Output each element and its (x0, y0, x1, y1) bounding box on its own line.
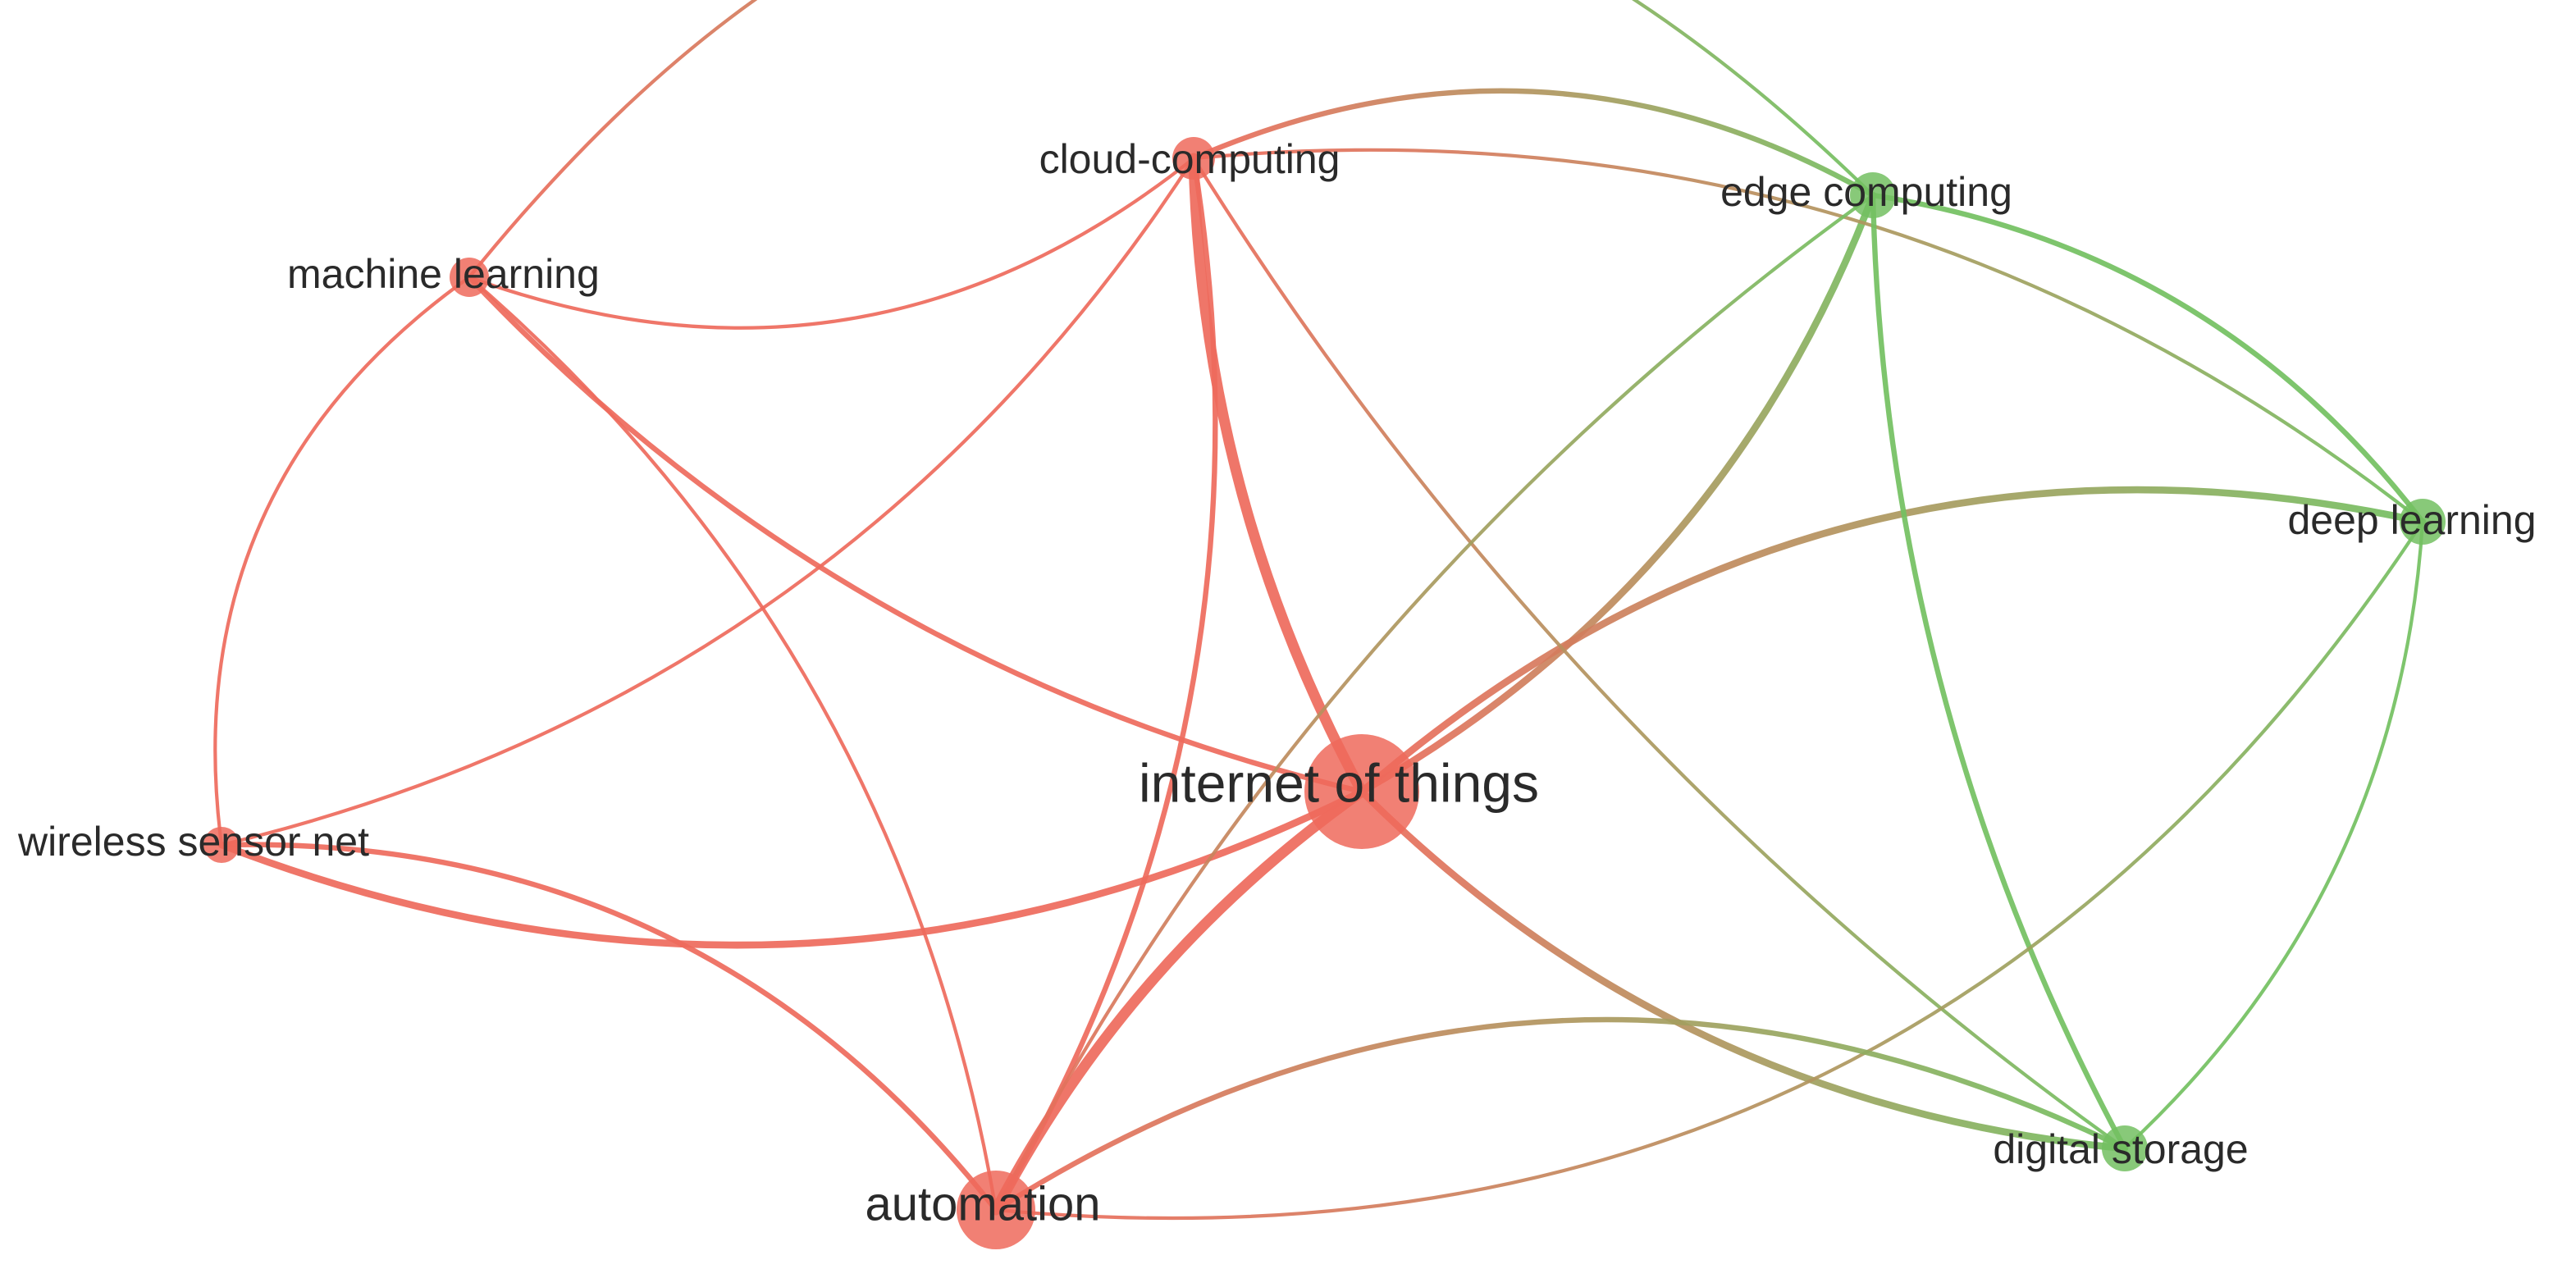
link-cloud-ml (467, 156, 1196, 330)
link-ml-edge (467, 0, 1875, 280)
node-label-auto: automation (866, 1177, 1101, 1230)
link-cloud-edge (1190, 88, 1876, 199)
node-ds[interactable] (2102, 1125, 2148, 1171)
link-dl-auto (993, 519, 2425, 1221)
link-edge-dl (1870, 192, 2426, 525)
labels-layer: internet of things cloud-computing machine… (17, 136, 2537, 1230)
node-cloud[interactable] (1172, 137, 1215, 180)
link-auto-ds (993, 1016, 2128, 1213)
node-dl[interactable] (2400, 499, 2446, 545)
link-edge-ds (1870, 192, 2128, 1152)
node-iot[interactable] (1304, 734, 1419, 849)
link-iot-cloud (1188, 153, 1368, 797)
link-iot-auto (990, 786, 1368, 1216)
link-iot-wsn (217, 787, 1366, 949)
node-wsn[interactable] (203, 827, 240, 863)
link-iot-ml (466, 274, 1365, 795)
link-cloud-auto (993, 155, 1218, 1213)
link-iot-edge (1358, 191, 1877, 796)
node-label-ml: machine learning (287, 251, 600, 297)
link-ml-auto (467, 275, 998, 1212)
node-label-wsn: wireless sensor net (17, 819, 369, 865)
node-label-cloud: cloud-computing (1039, 136, 1341, 182)
node-ml[interactable] (450, 258, 489, 297)
link-dl-ds (2122, 519, 2425, 1151)
node-label-dl: deep learning (2287, 497, 2536, 543)
node-label-iot: internet of things (1139, 752, 1539, 813)
node-auto[interactable] (957, 1171, 1035, 1249)
nodes-layer (203, 137, 2446, 1249)
node-label-ds: digital storage (1993, 1126, 2248, 1172)
link-iot-ds (1358, 787, 2129, 1153)
link-cloud-ds (1191, 156, 2127, 1151)
link-edge-auto (993, 193, 1875, 1212)
node-label-edge: edge computing (1720, 169, 2012, 215)
link-cloud-wsn (219, 156, 1196, 847)
link-iot-dl (1358, 486, 2427, 796)
links-layer (213, 0, 2427, 1221)
node-edge[interactable] (1850, 172, 1896, 218)
link-ml-wsn (213, 275, 472, 847)
link-wsn-auto (218, 842, 999, 1213)
